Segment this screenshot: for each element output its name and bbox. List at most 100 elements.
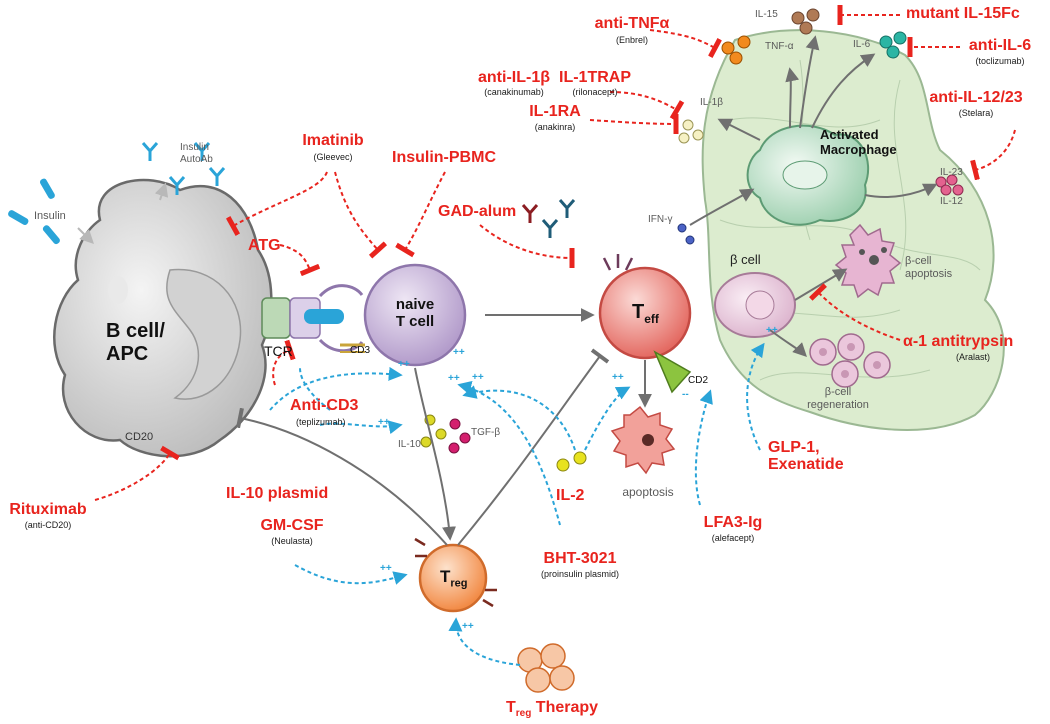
drug-anti-il1223: anti-IL-12/23	[929, 89, 1023, 106]
drug-treg-therapy: Treg Therapy	[506, 700, 598, 719]
drug-il1ra-sub: (anakinra)	[534, 122, 576, 132]
naive-t-cell	[363, 263, 467, 367]
drug-bht: BHT-3021	[543, 550, 617, 567]
drug-anti-cd3: Anti-CD3	[290, 397, 359, 414]
b-cell-nucleus	[166, 268, 242, 400]
molecule-insulin-autoab: Insulin AutoAb	[180, 142, 213, 165]
drug-mutant-il15: mutant IL-15Fc	[906, 5, 1020, 22]
il2-cytokines	[556, 451, 587, 472]
inhibition-lines	[94, 5, 1016, 501]
signal-arrows	[77, 35, 938, 541]
drug-rituximab-sub: (anti-CD20)	[24, 520, 72, 530]
gad-alum-antigens	[521, 199, 576, 238]
drug-il1ra: IL-1RA	[529, 103, 581, 120]
molecule-il6: IL-6	[853, 39, 871, 50]
treg-receptors	[414, 537, 497, 608]
molecule-cd3: CD3	[350, 345, 371, 356]
drug-gmcsf-sub: (Neulasta)	[271, 536, 313, 546]
drug-lfa3: LFA3-Ig	[703, 514, 763, 531]
treg-therapy-sub: reg	[515, 708, 532, 720]
plus-mark: ++	[378, 417, 390, 428]
il12-il23-cytokines	[935, 174, 964, 196]
drug-gad-alum: GAD-alum	[438, 203, 517, 220]
cell-label-beta: β cell	[730, 252, 761, 267]
molecule-tgfb: TGF-β	[471, 427, 501, 438]
drug-lfa3-sub: (alefacept)	[711, 533, 755, 543]
stimulation-lines	[269, 342, 765, 666]
drug-il10-plasmid: IL-10 plasmid	[226, 485, 329, 502]
teff-receptors	[602, 254, 634, 271]
teff-sub: eff	[644, 312, 659, 326]
insulin-molecules	[8, 178, 60, 245]
tnfa-cytokines	[721, 35, 751, 65]
molecule-il15: IL-15	[755, 9, 778, 20]
drug-glp1: GLP-1, Exenatide	[768, 439, 844, 473]
il15-cytokines	[791, 8, 820, 35]
drug-rituximab: Rituximab	[9, 501, 87, 518]
drug-il1trap: IL-1TRAP	[559, 69, 631, 86]
treg-therapy-cluster	[517, 643, 575, 693]
drug-imatinib: Imatinib	[302, 132, 364, 149]
il1b-cytokines	[678, 119, 704, 144]
drug-anti-il6-sub: (toclizumab)	[975, 56, 1025, 66]
beta-apoptosis-fragment	[859, 249, 865, 255]
tgfb-cytokines	[448, 418, 471, 454]
treg-main: T	[440, 567, 451, 586]
drug-insulin-pbmc: Insulin-PBMC	[392, 149, 496, 166]
cell-label-teff: Teff	[632, 302, 659, 325]
drug-atg: ATG	[248, 237, 281, 254]
minus-mark: --	[682, 389, 689, 400]
beta-apoptosis-fragment	[881, 247, 887, 253]
drug-anti-tnfa-sub: (Enbrel)	[615, 35, 649, 45]
cell-label-naive: naive T cell	[395, 296, 435, 331]
molecule-insulin: Insulin	[34, 210, 66, 222]
drug-il2: IL-2	[556, 487, 585, 504]
cell-label-beta-regeneration: β-cell regeneration	[807, 386, 869, 412]
molecule-tcr: TCR	[264, 343, 293, 359]
apoptosis-fragment	[642, 434, 654, 446]
insulin-autoantibodies	[141, 142, 226, 195]
molecule-ifng: IFN-γ	[648, 214, 673, 225]
drug-gmcsf: GM-CSF	[260, 517, 324, 534]
cell-label-beta-apoptosis: β-cell apoptosis	[905, 255, 953, 281]
cell-label-macrophage: Activated Macrophage	[820, 127, 897, 157]
drug-imatinib-sub: (Gleevec)	[313, 152, 353, 162]
plus-mark: ++	[453, 347, 465, 358]
beta-apoptosis-cell	[834, 223, 902, 299]
plus-mark: ++	[472, 372, 484, 383]
molecule-cd2: CD2	[688, 375, 709, 386]
treg-therapy-rest: Therapy	[531, 699, 599, 716]
b-cell-vesicle	[108, 276, 128, 304]
drug-a1at: α-1 antitrypsin	[903, 333, 1014, 350]
molecule-tnfa: TNF-α	[765, 41, 794, 52]
drug-anti-il1b-sub: (canakinumab)	[484, 87, 544, 97]
cd2-receptor	[653, 350, 692, 394]
cell-label-apoptosis: apoptosis	[622, 485, 674, 499]
molecule-il23: IL-23	[940, 167, 963, 178]
cell-label-bcell: B cell/ APC	[106, 320, 165, 365]
molecule-cd20: CD20	[125, 431, 154, 443]
beta-apoptosis-fragment	[869, 255, 879, 265]
treg-therapy-main: T	[506, 699, 516, 716]
drug-bht-sub: (proinsulin plasmid)	[540, 569, 620, 579]
treg-sub: reg	[450, 577, 468, 590]
plus-mark: ++	[462, 621, 474, 632]
plus-mark: ++	[380, 563, 392, 574]
drug-il1trap-sub: (rilonacept)	[572, 87, 618, 97]
il6-cytokines	[879, 31, 907, 59]
beta-regeneration-cluster	[809, 333, 891, 388]
drug-anti-cd3-sub: (teplizumab)	[296, 417, 346, 427]
tcr-mhc-complex	[261, 284, 365, 353]
plus-mark: ++	[448, 373, 460, 384]
drug-anti-il6: anti-IL-6	[968, 37, 1032, 54]
t-eff-cell	[598, 266, 692, 360]
plus-mark: ++	[398, 359, 410, 370]
cell-label-treg: Treg	[440, 568, 468, 589]
plus-mark: ++	[766, 325, 778, 336]
drug-a1at-sub: (Aralast)	[956, 352, 991, 362]
molecule-il1b: IL-1β	[700, 97, 723, 108]
macrophage-nucleus	[782, 160, 828, 190]
beta-cell-nucleus	[745, 290, 775, 320]
molecule-il10: IL-10	[398, 439, 421, 450]
